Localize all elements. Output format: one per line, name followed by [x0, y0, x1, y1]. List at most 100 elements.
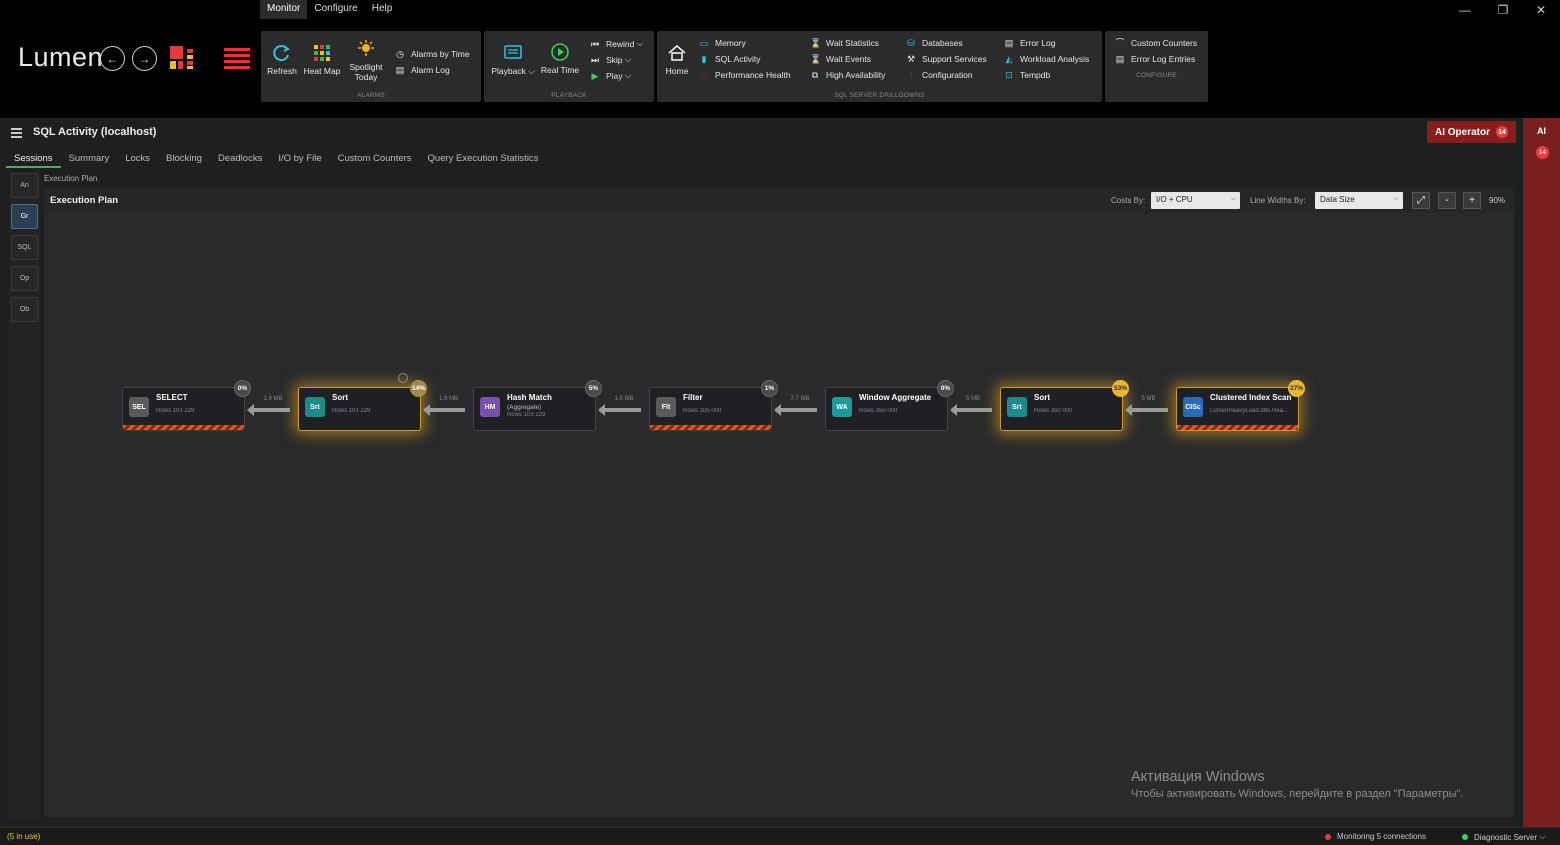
heat-map-button[interactable]: Heat Map [302, 43, 342, 76]
data-size-label: 5 MB [966, 396, 981, 402]
log-icon: ▤ [395, 65, 405, 75]
operator-icon: Srt [1007, 397, 1027, 417]
workload-analysis-button[interactable]: ◭Workload Analysis [1005, 54, 1090, 64]
error-log-entries-button[interactable]: ▤Error Log Entries [1115, 54, 1196, 64]
costs-by-select[interactable]: I/O + CPU⌵ [1151, 192, 1240, 209]
node-rows: Rows 350 000 [1034, 408, 1073, 414]
tab-sessions[interactable]: Sessions [6, 151, 61, 168]
ai-side-panel[interactable] [1523, 118, 1560, 827]
forward-button[interactable]: → [132, 46, 157, 71]
rail-sql[interactable]: SQL [11, 235, 38, 260]
node-title: Clustered Index Scan [1210, 393, 1292, 402]
restore-button[interactable]: ❐ [1497, 3, 1509, 17]
databases-button[interactable]: ⛁Databases [907, 38, 963, 48]
custom-counters-button[interactable]: ⌒Custom Counters [1115, 38, 1198, 48]
close-button[interactable]: ✕ [1535, 3, 1547, 17]
play-button[interactable]: ▶Play ⌵ [591, 70, 632, 81]
chevron-down-icon: ⌵ [1230, 195, 1236, 202]
line-widths-select[interactable]: Data Size⌵ [1315, 192, 1403, 209]
cost-percent-badge: 53% [1112, 380, 1129, 397]
error-log-button[interactable]: ▤Error Log [1004, 38, 1056, 48]
real-time-button[interactable]: Real Time [538, 42, 582, 75]
spotlight-today-button[interactable]: Spotlight Today [346, 39, 386, 82]
cost-percent-badge: 27% [1288, 380, 1305, 397]
tab-io-by-file[interactable]: I/O by File [278, 153, 322, 164]
zoom-out-button[interactable]: - [1438, 192, 1456, 209]
tab-query-execution-statistics[interactable]: Query Execution Statistics [427, 153, 539, 164]
rewind-button[interactable]: ⏮Rewind ⌵ [590, 38, 644, 49]
wait-events-button[interactable]: ⌛Wait Events [810, 54, 872, 64]
rail-objects[interactable]: Ob [11, 297, 38, 322]
cost-percent-badge: 0% [937, 380, 954, 397]
monitoring-status[interactable]: Monitoring 5 connections [1325, 832, 1426, 841]
node-rows: Rows 350 000 [859, 408, 898, 414]
heart-icon: ♡ [699, 70, 709, 80]
wrench-icon: ⚒ [906, 54, 916, 64]
data-flow-arrow [950, 404, 992, 416]
data-flow-arrow [774, 404, 817, 416]
menu-help[interactable]: Help [371, 3, 393, 14]
rail-operators[interactable]: Op [11, 266, 38, 291]
minimize-button[interactable]: — [1459, 3, 1471, 17]
tab-locks[interactable]: Locks [125, 153, 151, 164]
data-size-label: 1.9 MB [439, 396, 459, 402]
ribbon-group-playback: Playback ⌵ Real Time ⏮Rewind ⌵ ⏭Skip ⌵ ▶… [484, 31, 654, 102]
high-availability-button[interactable]: ⧉High Availability [811, 70, 886, 80]
hamburger-icon[interactable] [11, 128, 22, 138]
app-logo: Lumen [18, 42, 104, 72]
node-title: Sort [1034, 393, 1050, 402]
wait-statistics-button[interactable]: ⌛Wait Statistics [810, 38, 880, 48]
support-services-button[interactable]: ⚒Support Services [906, 54, 987, 64]
zoom-in-button[interactable]: + [1463, 192, 1481, 209]
tab-blocking[interactable]: Blocking [166, 153, 202, 164]
node-rows: Rows 103 229 [507, 412, 546, 418]
cost-warning-stripe [1177, 425, 1298, 430]
refresh-button[interactable]: Refresh [267, 43, 297, 76]
list-menu-icon[interactable] [224, 48, 250, 70]
tab-summary[interactable]: Summary [68, 153, 110, 164]
sql-activity-button[interactable]: ▮SQL Activity [699, 54, 761, 64]
memory-button[interactable]: ▭Memory [699, 38, 746, 48]
database-icon: ⛁ [907, 38, 915, 48]
ai-panel-label[interactable]: AI [1537, 126, 1546, 136]
fit-to-view-button[interactable]: ⤢ [1412, 192, 1430, 209]
performance-health-button[interactable]: ♡Performance Health [699, 70, 791, 80]
diagnostic-server-status[interactable]: Diagnostic Server ⌵ [1462, 832, 1545, 842]
window-controls: — ❐ ✕ [1446, 0, 1560, 20]
tab-custom-counters[interactable]: Custom Counters [337, 153, 412, 164]
menu-monitor[interactable]: Monitor [260, 0, 308, 19]
alarm-log-button[interactable]: ▤Alarm Log [395, 65, 450, 75]
cost-percent-badge: 1% [761, 380, 778, 397]
node-subtitle: (Aggregate) [507, 404, 542, 411]
rail-analysis[interactable]: An [11, 173, 38, 198]
configuration-button[interactable]: ⫶Configuration [906, 70, 973, 80]
ribbon-group-configure: ⌒Custom Counters ▤Error Log Entries CONF… [1105, 31, 1208, 102]
rail-graph[interactable]: Gr [11, 204, 38, 229]
tab-deadlocks[interactable]: Deadlocks [217, 153, 263, 164]
ai-operator-button[interactable]: AI Operator 14 [1427, 121, 1516, 143]
alarms-by-time-button[interactable]: ◷Alarms by Time [396, 49, 470, 59]
back-button[interactable]: ← [100, 46, 125, 71]
rewind-icon: ⏮ [590, 38, 600, 49]
execution-plan-canvas[interactable]: Активация Windows Чтобы активировать Win… [44, 213, 1514, 817]
playback-button[interactable]: Playback ⌵ [488, 43, 538, 76]
tempdb-button[interactable]: ⊡Tempdb [1005, 70, 1051, 80]
hourglass-icon: ⌛ [810, 54, 822, 64]
status-bar: (5 in use) Monitoring 5 connections Diag… [0, 827, 1560, 845]
tab-bar: Sessions Summary Locks Blocking Deadlock… [6, 151, 546, 168]
home-button[interactable]: Home [661, 43, 693, 76]
document-icon: ▤ [1004, 38, 1014, 48]
node-handle-icon[interactable] [398, 373, 408, 383]
fit-icon: ⤢ [1417, 195, 1425, 206]
skip-button[interactable]: ⏭Skip ⌵ [590, 54, 632, 65]
group-label-configure: CONFIGURE [1136, 72, 1177, 79]
node-title: Sort [332, 393, 348, 402]
menu-configure[interactable]: Configure [314, 3, 358, 14]
